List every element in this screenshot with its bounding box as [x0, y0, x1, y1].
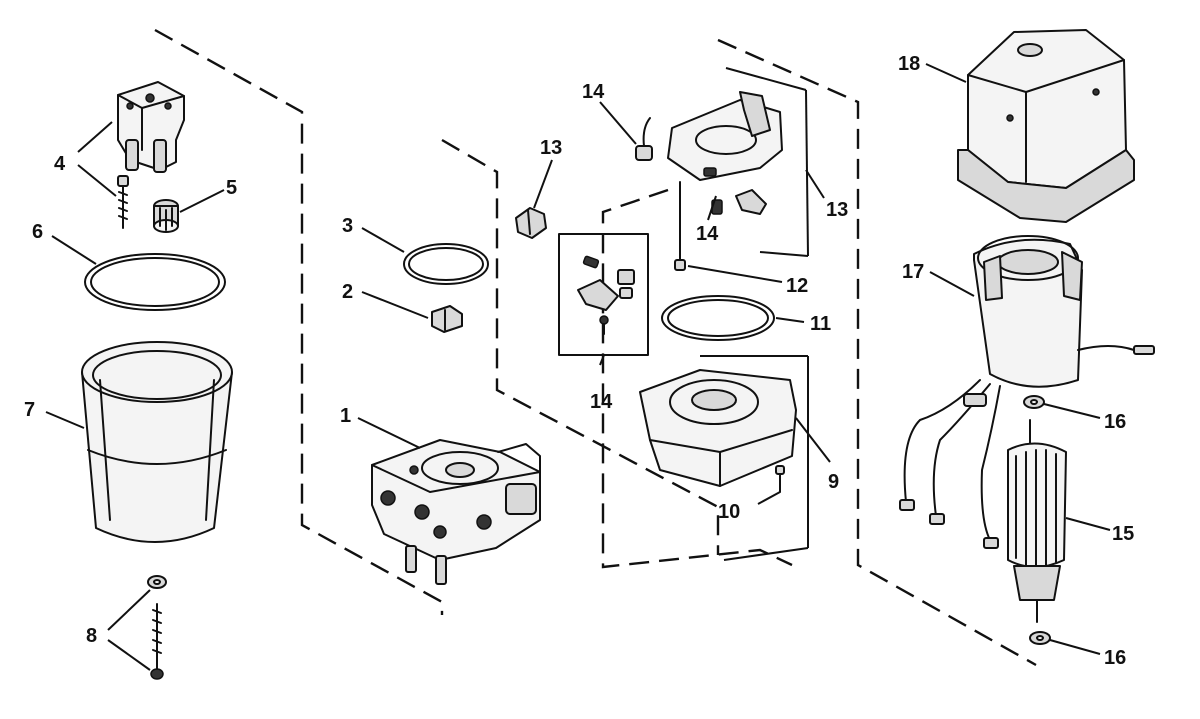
part-14-connector: [635, 117, 653, 161]
callout-14-top: 14: [582, 81, 605, 103]
callout-13-left: 13: [540, 137, 562, 159]
part-14-brush-kit-box: [558, 233, 649, 356]
callout-labels: 4 5 6 7 8 3 2 1 13 14 14 14 13 12 11 9 1…: [24, 53, 1134, 669]
part-3-o-ring: [403, 243, 489, 285]
part-12-thru-bolt: [674, 181, 686, 271]
callout-3: 3: [342, 215, 353, 237]
part-18-motor-cover: [957, 29, 1135, 223]
part-13-brush-clip: [515, 207, 547, 239]
reservoir-group-outline: [154, 28, 444, 615]
part-5-filter: [153, 199, 179, 233]
callout-13-right: 13: [826, 199, 848, 221]
part-10-screw: [775, 465, 785, 493]
callout-14-spring: 14: [696, 223, 719, 245]
callout-8: 8: [86, 625, 97, 647]
part-9-end-cap: [639, 369, 797, 487]
leader-lines: [45, 63, 1111, 671]
callout-16-bottom: 16: [1104, 647, 1126, 669]
part-2-coupler: [431, 305, 463, 333]
part-15-armature: [1007, 419, 1067, 623]
dashed-group-outlines: [154, 28, 1037, 667]
part-16-washer-bottom: [1029, 631, 1051, 645]
end-cap-group-outline: [717, 38, 1037, 667]
part-16-washer-top: [1023, 395, 1045, 409]
callout-4: 4: [54, 153, 66, 175]
callout-16-top: 16: [1104, 411, 1126, 433]
pump-group-outline: [441, 138, 720, 555]
part-4-valve-block: [117, 81, 185, 173]
callout-6: 6: [32, 221, 43, 243]
callout-17: 17: [902, 261, 924, 283]
callout-18: 18: [898, 53, 920, 75]
part-13-brush-holder: [667, 91, 783, 215]
callout-11: 11: [810, 313, 831, 335]
callout-2: 2: [342, 281, 353, 303]
callout-5: 5: [226, 177, 237, 199]
callout-15: 15: [1112, 523, 1134, 545]
part-17-stator: [899, 235, 1155, 549]
callout-7: 7: [24, 399, 35, 421]
callout-1: 1: [340, 405, 351, 427]
brush-group-outline: [601, 188, 793, 569]
callout-14-box: 14: [590, 391, 613, 413]
part-11-o-ring: [661, 295, 775, 341]
part-4-screw: [117, 175, 129, 229]
part-6-o-ring: [84, 253, 226, 311]
part-1-pump-body: [371, 439, 541, 585]
part-7-reservoir: [81, 341, 233, 543]
callout-12: 12: [786, 275, 808, 297]
callout-10: 10: [718, 501, 740, 523]
part-8-washer-screw: [147, 575, 167, 680]
callout-9: 9: [828, 471, 839, 493]
